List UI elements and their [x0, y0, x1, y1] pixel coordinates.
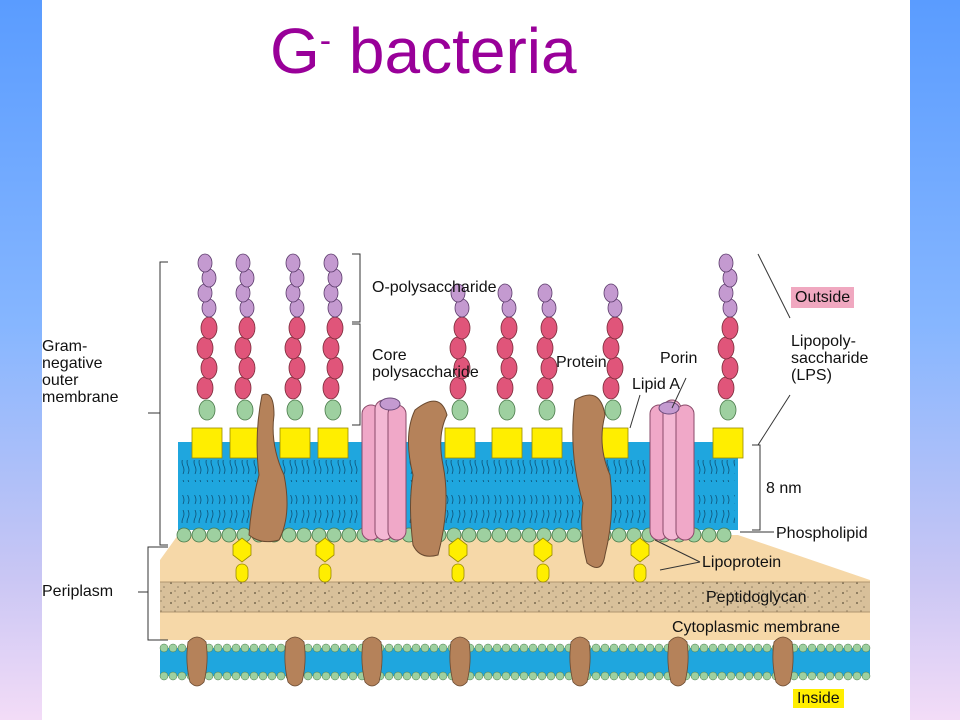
label-gram-negative-outer-membrane: Gram- negative outer membrane — [42, 338, 119, 406]
label-lipoprotein: Lipoprotein — [702, 554, 782, 571]
label-porin: Porin — [660, 350, 698, 367]
title-rest: bacteria — [331, 15, 577, 87]
lps-chains — [196, 253, 739, 421]
label-protein: Protein — [556, 354, 607, 371]
title-superscript: - — [319, 22, 332, 60]
annotation-lines — [138, 253, 791, 641]
label-outside: Outside — [791, 287, 855, 308]
lipoproteins — [232, 537, 650, 583]
cytoplasmic-membrane — [160, 648, 870, 676]
label-core-polysaccharide: Core polysaccharide — [372, 347, 479, 381]
slide-title: G- bacteria — [270, 14, 577, 88]
cytoplasmic-proteins — [186, 636, 794, 687]
protein-1 — [248, 393, 288, 543]
label-inside: Inside — [793, 689, 844, 708]
label-8nm: 8 nm — [766, 480, 802, 497]
title-letter: G — [270, 15, 320, 87]
protein-3 — [572, 394, 613, 568]
inside-badge: Inside — [793, 689, 844, 708]
protein-2 — [407, 400, 448, 557]
porin-right — [649, 399, 695, 541]
label-lipid-a: Lipid A — [632, 376, 681, 393]
outside-badge: Outside — [791, 287, 855, 308]
label-peptidoglycan: Peptidoglycan — [706, 589, 807, 606]
lipid-a-squares — [191, 427, 744, 459]
label-cytoplasmic-membrane: Cytoplasmic membrane — [672, 619, 841, 636]
porin-left — [361, 397, 407, 541]
label-phospholipid: Phospholipid — [776, 525, 868, 542]
label-o-polysaccharide: O-polysaccharide — [372, 279, 497, 296]
label-periplasm: Periplasm — [42, 583, 114, 600]
label-lps: Lipopoly- saccharide (LPS) — [791, 333, 869, 384]
